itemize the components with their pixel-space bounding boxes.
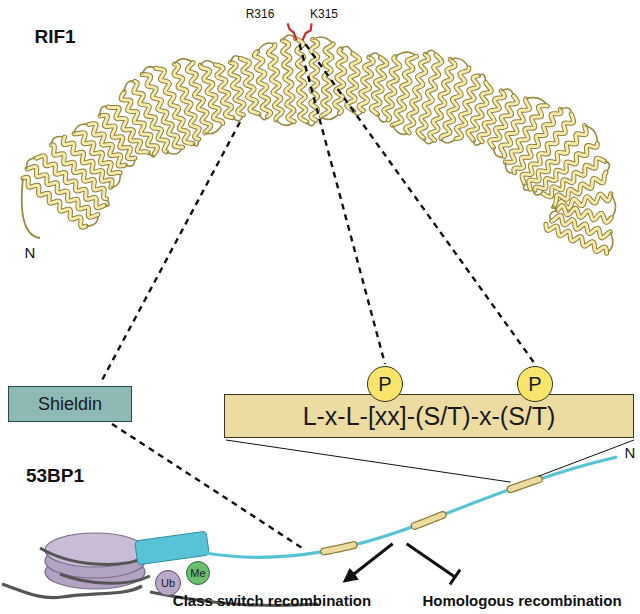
motif-segment-outline bbox=[511, 479, 539, 489]
n-terminal-tail bbox=[22, 178, 40, 238]
node-text: P bbox=[378, 373, 391, 396]
dashed-link bbox=[300, 44, 385, 364]
phospho-circle: P bbox=[517, 366, 553, 402]
helix bbox=[347, 54, 360, 111]
shieldin-box: Shieldin bbox=[8, 386, 132, 422]
dashed-link bbox=[112, 424, 303, 549]
rif1-structure bbox=[22, 35, 616, 253]
tudor-domain bbox=[135, 531, 210, 565]
motif-segment-outline bbox=[415, 515, 443, 526]
motif-box: L-x-L-[xx]-(S/T)-x-(S/T) bbox=[224, 394, 634, 438]
motif-segment bbox=[511, 479, 539, 489]
loop bbox=[585, 126, 598, 144]
residue-label: K315 bbox=[310, 7, 338, 21]
helix-outline bbox=[371, 58, 387, 115]
methyl-circle: Me bbox=[186, 561, 210, 585]
inhibit-bar bbox=[407, 544, 461, 585]
helix bbox=[371, 58, 387, 115]
loop bbox=[313, 37, 334, 44]
helix-outline bbox=[283, 41, 295, 122]
motif-segment bbox=[415, 515, 443, 526]
protein-name: RIF1 bbox=[34, 26, 75, 48]
helix bbox=[268, 45, 282, 120]
helix-outline bbox=[295, 38, 307, 122]
node-text: Me bbox=[190, 567, 205, 579]
helix bbox=[359, 57, 374, 111]
callout-line bbox=[226, 440, 634, 482]
helix bbox=[335, 49, 346, 113]
helix-outline bbox=[359, 57, 374, 111]
helix bbox=[546, 224, 607, 253]
node-text: Ub bbox=[161, 577, 175, 589]
53bp1-chain bbox=[205, 457, 617, 557]
helix-outline bbox=[347, 54, 360, 111]
motif-segment bbox=[324, 545, 353, 551]
residue-r316 bbox=[288, 23, 297, 40]
terminus-label: N bbox=[25, 244, 36, 261]
helix bbox=[283, 41, 295, 122]
residue-k315 bbox=[303, 23, 312, 40]
node-text: P bbox=[528, 373, 541, 396]
dashed-link bbox=[100, 122, 240, 384]
dashed-link bbox=[306, 44, 535, 364]
outcome-label: Class switch recombination bbox=[173, 592, 371, 609]
loop bbox=[611, 194, 616, 218]
helix-outline bbox=[254, 52, 270, 117]
node-text: Shieldin bbox=[38, 394, 102, 415]
phospho-circle: P bbox=[367, 366, 403, 402]
helix-outline bbox=[268, 45, 282, 120]
helix bbox=[558, 206, 612, 223]
helix-outline bbox=[558, 206, 612, 223]
node-text: L-x-L-[xx]-(S/T)-x-(S/T) bbox=[303, 402, 556, 431]
loop bbox=[205, 123, 223, 133]
motif-segment-outline bbox=[324, 545, 353, 551]
terminus-label: N bbox=[625, 444, 636, 461]
helix bbox=[254, 52, 270, 117]
helix-outline bbox=[546, 224, 607, 253]
loop bbox=[321, 113, 339, 119]
outcome-label: Homologous recombination bbox=[422, 592, 621, 609]
helix-outline bbox=[335, 49, 346, 113]
loop bbox=[450, 58, 469, 68]
residue-label: R316 bbox=[246, 7, 275, 21]
promote-arrow bbox=[345, 544, 393, 581]
protein-name: 53BP1 bbox=[26, 465, 84, 487]
helix bbox=[295, 38, 307, 122]
